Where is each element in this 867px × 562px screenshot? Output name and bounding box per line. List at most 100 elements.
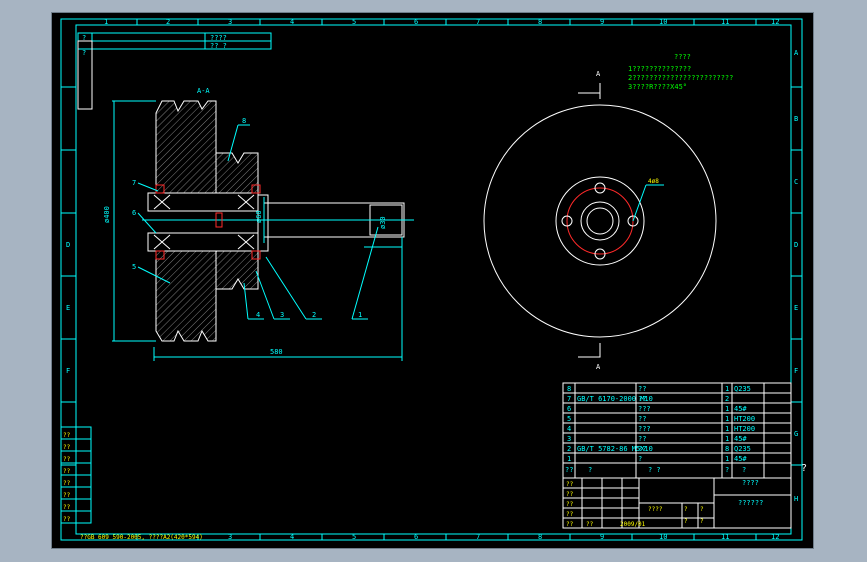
strip-cell: ?? <box>63 468 71 475</box>
title-scale-label: ???? <box>648 506 663 513</box>
title-left-label: ?? <box>566 501 574 508</box>
title-left-label: ?? <box>566 481 574 488</box>
bom-no: 8 <box>567 385 571 393</box>
zone-row-label: C <box>794 178 798 186</box>
bill-of-materials[interactable]: 8 ?? 1 Q235 7 GB/T 6170-2000 M10 ?? 2 6 … <box>562 382 792 479</box>
title-mark: ? <box>700 518 704 525</box>
bom-material: Q235 <box>734 385 751 393</box>
bom-qty: 1 <box>725 425 729 433</box>
notes-line: 1?????????????? <box>628 65 691 73</box>
balloon-3: 3 <box>280 311 284 319</box>
info-box-cell: ???? <box>210 34 227 42</box>
zone-col-label: 11 <box>721 18 729 26</box>
title-left-label: ?? <box>566 491 574 498</box>
zone-row-label: E <box>66 304 70 312</box>
strip-cell: ?? <box>63 516 71 523</box>
strip-cell: ?? <box>63 480 71 487</box>
upper-bearing <box>147 192 259 212</box>
bom-no: 2 <box>567 445 571 453</box>
zone-row-label: F <box>66 367 70 375</box>
bom-no: 6 <box>567 405 571 413</box>
balloon-8: 8 <box>242 117 246 125</box>
bom-material: 45# <box>734 405 747 413</box>
balloon-2: 2 <box>312 311 316 319</box>
title-block[interactable]: ???? ?????? ???? ? ? ? ? ?? ?? ?? ?? ?? … <box>562 477 792 529</box>
bom-no: 1 <box>567 455 571 463</box>
lower-bearing <box>147 232 259 252</box>
sheet-frame <box>60 18 803 541</box>
hub-flange-circle <box>555 176 645 266</box>
bom-qty: 1 <box>725 415 729 423</box>
bom-name: ?? <box>638 435 646 443</box>
zone-col-label: 4 <box>290 533 294 541</box>
section-view-title: A-A <box>197 87 210 95</box>
strip-cell: ?? <box>63 432 71 439</box>
title-mark: ? <box>700 506 704 513</box>
zone-col-label: 10 <box>659 533 667 541</box>
bom-name: ? <box>638 455 642 463</box>
zone-col-label: 12 <box>771 18 779 26</box>
hub-lower-body <box>215 250 259 290</box>
zone-labels-top: 1 2 3 4 5 6 7 8 9 10 11 12 <box>104 18 779 26</box>
bom-name: ?? <box>638 415 646 423</box>
info-box-side-mark: ? <box>82 49 86 57</box>
section-view[interactable]: A-A <box>103 87 414 361</box>
zone-labels-left: D E F <box>66 241 70 375</box>
cad-drawing-window[interactable]: 1 2 3 4 5 6 7 8 9 10 11 12 3 4 5 6 7 8 9 <box>52 13 813 548</box>
title-mark: ? <box>684 518 688 525</box>
balloon-5: 5 <box>132 263 136 271</box>
title-bottom-code: 2009/01 <box>620 521 646 528</box>
bom-header-name: ? ? <box>648 466 661 474</box>
bom-qty: 8 <box>725 445 729 453</box>
pulley-lower-body <box>155 250 217 342</box>
bom-no: 3 <box>567 435 571 443</box>
bom-qty: 1 <box>725 435 729 443</box>
zone-row-label: E <box>794 304 798 312</box>
balloon-4: 4 <box>256 311 260 319</box>
strip-cell: ?? <box>63 492 71 499</box>
zone-row-label: F <box>794 367 798 375</box>
section-mark-bottom: A <box>596 363 601 371</box>
zone-col-label: 8 <box>538 533 542 541</box>
front-view[interactable]: 4ø8 A A <box>483 70 717 371</box>
bolt-head <box>155 184 165 194</box>
bom-material: HT200 <box>734 415 755 423</box>
zone-labels-right: A B C D E F G H <box>794 49 799 503</box>
zone-col-label: 6 <box>414 18 418 26</box>
balloon-1: 1 <box>358 311 362 319</box>
mounting-hole <box>627 215 639 227</box>
zone-col-label: 5 <box>352 18 356 26</box>
strip-cell: ?? <box>63 444 71 451</box>
technical-notes: ???? 1?????????????? 2??????????????????… <box>628 53 733 91</box>
end-cap <box>257 194 269 252</box>
mounting-hole <box>561 215 573 227</box>
pulley-upper-body <box>155 100 217 194</box>
hole-callout: 4ø8 <box>648 178 659 185</box>
bom-material: Q235 <box>734 445 751 453</box>
key <box>215 212 223 228</box>
bom-header-code: ? <box>588 466 592 474</box>
bom-name: ?? <box>638 395 646 403</box>
zone-row-label: B <box>794 115 798 123</box>
zone-row-label: G <box>794 430 798 438</box>
standard-note: ??GB 609 590-2005, ????A2(420*594) <box>80 534 203 541</box>
shaft-bore-circle <box>586 207 614 235</box>
zone-col-label: 9 <box>600 533 604 541</box>
engineering-drawing[interactable]: 1 2 3 4 5 6 7 8 9 10 11 12 3 4 5 6 7 8 9 <box>52 13 813 548</box>
zone-col-label: 1 <box>104 18 108 26</box>
bom-name: ??? <box>638 425 651 433</box>
title-left-label: ?? <box>566 521 574 528</box>
zone-col-label: 4 <box>290 18 294 26</box>
mounting-hole <box>594 248 606 260</box>
dim-hub-diameter: ø60 <box>255 210 263 223</box>
left-revision-strip: ?? ?? ?? ?? ?? ?? ?? ?? <box>60 426 92 524</box>
zone-col-label: 7 <box>476 533 480 541</box>
zone-col-label: 12 <box>771 533 779 541</box>
dim-pulley-diameter: ø400 <box>103 206 111 223</box>
zone-col-label: 5 <box>352 533 356 541</box>
info-box-cell: ?? ? <box>210 42 227 50</box>
title-drawing-number: ?????? <box>738 499 763 507</box>
balloon-6: 6 <box>132 209 136 217</box>
bom-name: ?? <box>638 445 646 453</box>
zone-row-label: D <box>794 241 798 249</box>
